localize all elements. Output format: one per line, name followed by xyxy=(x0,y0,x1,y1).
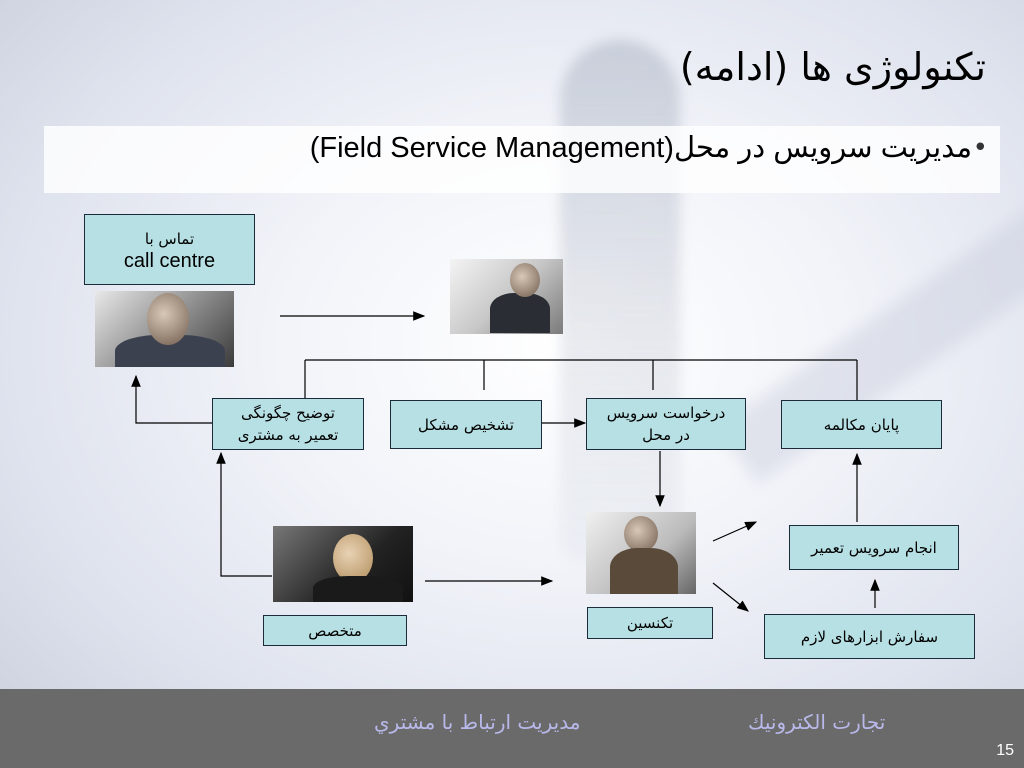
call-centre-label-fa: تماس با xyxy=(144,229,195,248)
end-call-box: پايان مكالمه xyxy=(781,400,942,449)
subtitle-en: (Field Service Management) xyxy=(309,132,674,164)
subtitle-fa: مديريت سرويس در محل xyxy=(673,132,972,164)
call-centre-label-en: call centre xyxy=(123,249,216,272)
explain-repair-box: توضيح چگونگی تعمير به مشتری xyxy=(212,398,364,450)
arrow-explain-to-caller xyxy=(131,374,212,424)
call-centre-operator-photo xyxy=(450,259,563,334)
service-request-line2: در محل xyxy=(642,426,690,444)
specialist-box: متخصص xyxy=(263,615,407,646)
perform-service-label: انجام سرويس تعمير xyxy=(811,538,937,557)
call-centre-box: تماس با call centre xyxy=(84,214,255,285)
order-tools-label: سفارش ابزارهای لازم xyxy=(800,627,939,646)
order-tools-box: سفارش ابزارهای لازم xyxy=(764,614,975,659)
end-call-label: پايان مكالمه xyxy=(823,415,900,434)
technician-box: تكنسين xyxy=(587,607,713,639)
specialist-label: متخصص xyxy=(308,621,362,640)
explain-repair-line1: توضيح چگونگی xyxy=(241,404,335,422)
service-request-box: درخواست سرويس در محل xyxy=(586,398,746,450)
footer-right-text: تجارت الكترونيك xyxy=(748,710,886,734)
page-number: 15 xyxy=(996,742,1014,759)
technician-photo xyxy=(586,512,696,594)
slide-title: تکنولوژی ها (ادامه) xyxy=(679,45,986,89)
diagnose-box: تشخيص مشكل xyxy=(390,400,542,449)
footer-left-text: مديريت ارتباط با مشتري xyxy=(374,710,581,734)
service-request-line1: درخواست سرويس xyxy=(606,404,726,422)
footer-bar xyxy=(0,689,1024,768)
angry-caller-photo xyxy=(95,291,234,367)
subtitle: مديريت سرويس در محل(Field Service Manage… xyxy=(310,130,972,165)
perform-service-box: انجام سرويس تعمير xyxy=(789,525,959,570)
subtitle-bar xyxy=(44,126,1000,193)
arrow-technician-to-service xyxy=(712,521,758,542)
arrow-specialist-to-explain xyxy=(216,451,272,577)
bullet-icon: • xyxy=(972,133,988,163)
explain-repair-line2: تعمير به مشتری xyxy=(237,426,339,444)
technician-label: تكنسين xyxy=(626,614,674,632)
specialist-photo xyxy=(273,526,413,602)
diagnose-label: تشخيص مشكل xyxy=(418,415,514,434)
arrow-technician-to-tools xyxy=(712,582,749,612)
